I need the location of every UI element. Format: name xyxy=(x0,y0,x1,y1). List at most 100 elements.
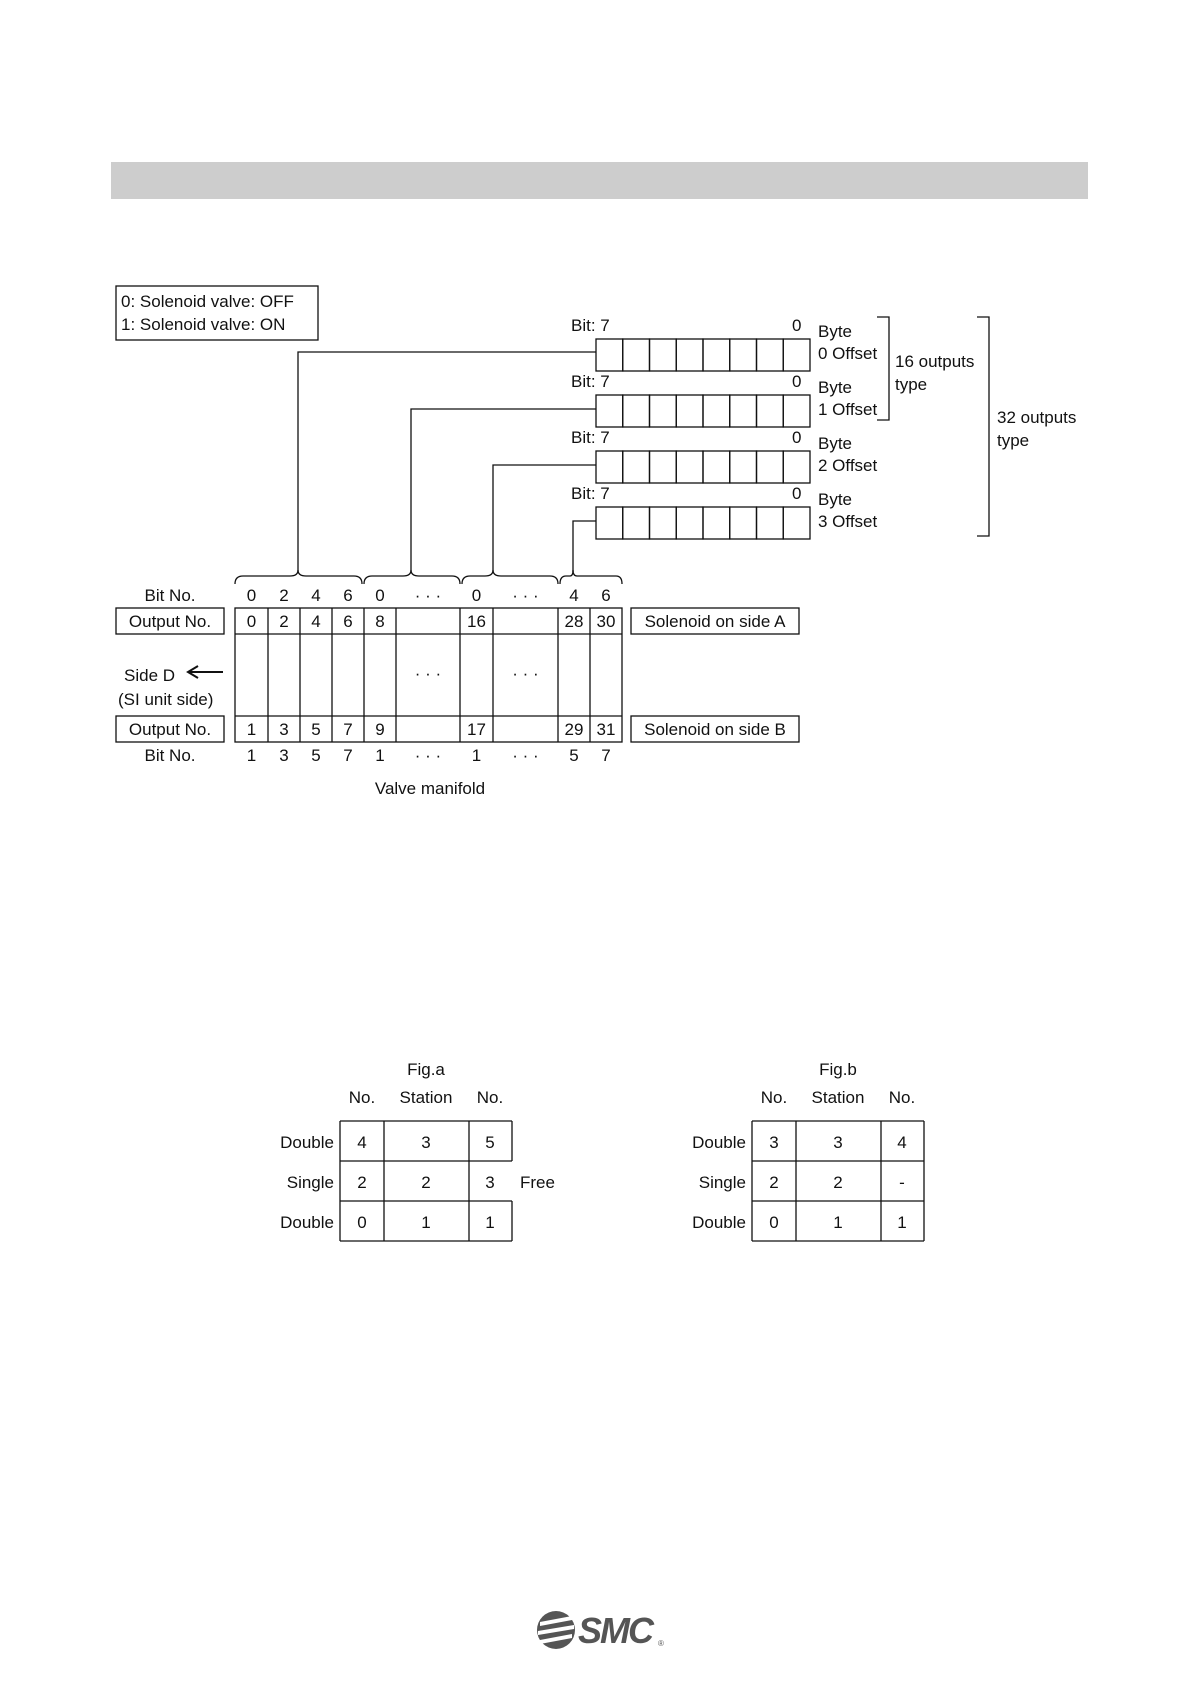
bit-cell xyxy=(755,394,784,428)
brace-group-2 xyxy=(363,569,461,585)
bracket-16-outputs xyxy=(877,316,890,421)
bit-no-top: 0 xyxy=(472,586,481,605)
bit-cell xyxy=(595,450,624,484)
byte-row xyxy=(595,394,811,428)
bit-cell xyxy=(782,394,811,428)
group-32-line-1: 32 outputs xyxy=(997,408,1076,427)
bit-no-bottom: 5 xyxy=(569,746,578,765)
fig-row-note: Free xyxy=(520,1173,555,1192)
fig-b-grid xyxy=(751,1120,925,1242)
byte-labels: Bit: 7 0 Byte 0 Offset Bit: 7 0 Byte 1 O… xyxy=(571,316,877,531)
bit-cell xyxy=(729,450,758,484)
bit-cell xyxy=(622,394,651,428)
fig-row-type: Single xyxy=(287,1173,334,1192)
fig-cell: - xyxy=(899,1173,905,1192)
bit-cell xyxy=(755,450,784,484)
bit-no-top: 4 xyxy=(569,586,578,605)
byte-offset: 2 Offset xyxy=(818,456,877,475)
bit-no-bottom: 1 xyxy=(472,746,481,765)
connector-byte-0 xyxy=(297,351,596,572)
brace-group-1 xyxy=(234,569,363,585)
bit-high-label: Bit: 7 xyxy=(571,316,610,335)
bit-cell xyxy=(755,338,784,372)
byte-offset: 0 Offset xyxy=(818,344,877,363)
brace-group-4 xyxy=(559,569,623,585)
fig-row-type: Double xyxy=(692,1133,746,1152)
bit-cell xyxy=(675,506,704,540)
bit-no-bottom: 3 xyxy=(279,746,288,765)
output-no-a: 30 xyxy=(597,612,616,631)
fig-header: Station xyxy=(812,1088,865,1107)
bit-no-top: 6 xyxy=(343,586,352,605)
fig-header: No. xyxy=(889,1088,915,1107)
fig-cell: 4 xyxy=(357,1133,366,1152)
output-no-a: 16 xyxy=(467,612,486,631)
bit-high-label: Bit: 7 xyxy=(571,428,610,447)
group-32-line-2: type xyxy=(997,431,1029,450)
bit-no-top: 0 xyxy=(375,586,384,605)
byte-row xyxy=(595,450,811,484)
bit-cell xyxy=(622,506,651,540)
bit-no-top: 0 xyxy=(247,586,256,605)
output-no-b: 3 xyxy=(279,720,288,739)
bit-cell xyxy=(782,338,811,372)
bit-cell xyxy=(675,338,704,372)
fig-row-type: Double xyxy=(692,1213,746,1232)
bit-cell xyxy=(702,394,731,428)
byte-word: Byte xyxy=(818,490,852,509)
byte-word: Byte xyxy=(818,322,852,341)
si-unit-label: (SI unit side) xyxy=(118,690,213,709)
manifold-caption: Valve manifold xyxy=(375,779,485,798)
fig-header: No. xyxy=(477,1088,503,1107)
fig-cell: 3 xyxy=(485,1173,494,1192)
fig-cell: 2 xyxy=(769,1173,778,1192)
fig-cell: 5 xyxy=(485,1133,494,1152)
bit-no-bottom: · · · xyxy=(512,746,538,765)
fig-cell: 1 xyxy=(897,1213,906,1232)
bit-high-label: Bit: 7 xyxy=(571,484,610,503)
bit-no-top: 4 xyxy=(311,586,320,605)
bit-cell xyxy=(622,338,651,372)
bit-low-label: 0 xyxy=(792,428,801,447)
output-no-b: 29 xyxy=(565,720,584,739)
fig-row-type: Double xyxy=(280,1133,334,1152)
bit-cell xyxy=(702,338,731,372)
bit-cell xyxy=(595,506,624,540)
fig-header: No. xyxy=(349,1088,375,1107)
byte-rows xyxy=(595,338,811,540)
side-b-box xyxy=(630,715,800,743)
bit-cell xyxy=(782,450,811,484)
fig-cell: 0 xyxy=(357,1213,366,1232)
connector-byte-2 xyxy=(492,464,596,572)
bit-no-bottom: 7 xyxy=(343,746,352,765)
brace-group-3 xyxy=(461,569,559,585)
output-no-a: 0 xyxy=(247,612,256,631)
bit-no-bottom: 5 xyxy=(311,746,320,765)
output-no-a: 28 xyxy=(565,612,584,631)
fig-cell: 1 xyxy=(421,1213,430,1232)
bit-cell xyxy=(729,506,758,540)
legend-line-2: 1: Solenoid valve: ON xyxy=(121,315,285,334)
byte-word: Byte xyxy=(818,378,852,397)
bit-cell xyxy=(648,506,677,540)
legend-line-1: 0: Solenoid valve: OFF xyxy=(121,292,294,311)
bit-cell xyxy=(702,450,731,484)
group-16-line-2: type xyxy=(895,375,927,394)
bit-no-top: · · · xyxy=(512,586,538,605)
output-no-box-b xyxy=(115,715,225,743)
byte-word: Byte xyxy=(818,434,852,453)
bit-no-bottom: 1 xyxy=(375,746,384,765)
bit-cell xyxy=(782,506,811,540)
output-no-b: 7 xyxy=(343,720,352,739)
fig-a-grid xyxy=(339,1120,513,1242)
manifold-frame xyxy=(234,607,623,743)
output-no-b: 31 xyxy=(597,720,616,739)
bit-cell xyxy=(729,394,758,428)
connector-byte-1 xyxy=(410,408,596,572)
side-b-label: Solenoid on side B xyxy=(644,720,786,739)
bit-no-bottom: 1 xyxy=(247,746,256,765)
fig-title: Fig.b xyxy=(819,1060,857,1079)
